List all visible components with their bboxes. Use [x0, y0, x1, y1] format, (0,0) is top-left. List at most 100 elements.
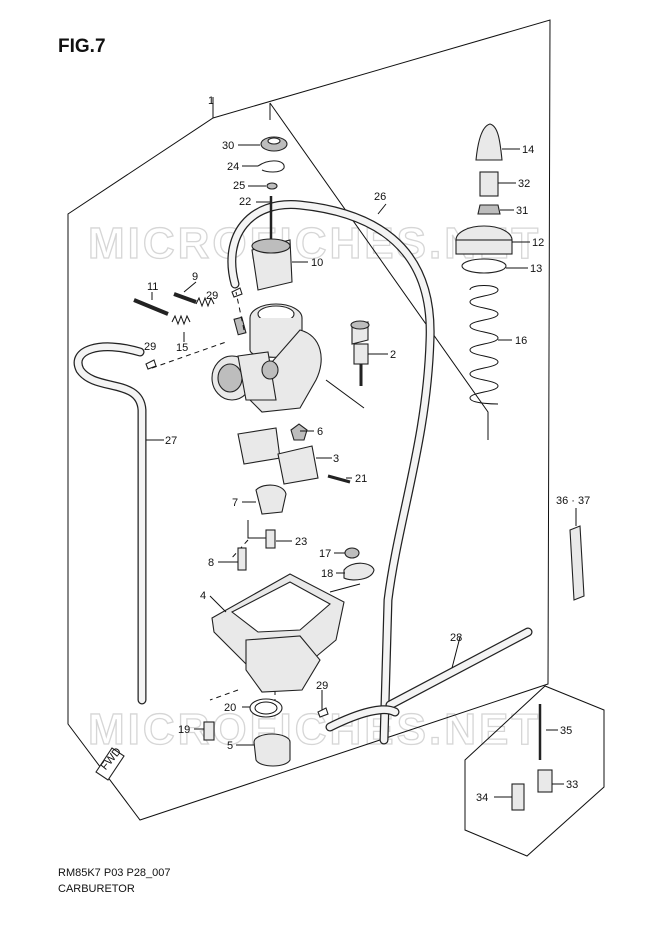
callouts: 1 30 24 25 22 10 11 9 29 15 29 26 2 14 3… [144, 95, 590, 804]
part-4-chamber-bowl [245, 635, 321, 693]
callout-14: 14 [522, 144, 534, 156]
callout-20: 20 [224, 702, 236, 714]
part-21-pin [327, 474, 351, 484]
callout-35: 35 [560, 725, 572, 737]
callout-4: 4 [200, 590, 206, 602]
part-12-body [455, 239, 513, 255]
part-14-cap [475, 123, 503, 161]
callout-34: 34 [476, 792, 488, 804]
drain-hose-28-inner [386, 628, 532, 709]
callout-9: 9 [192, 271, 198, 283]
part-10-top [251, 238, 291, 254]
figure-title: FIG.7 [58, 36, 106, 57]
part-15-spring [171, 314, 191, 326]
callout-13: 13 [530, 263, 542, 275]
body-screw-boss [233, 316, 247, 336]
callout-23: 23 [295, 536, 307, 548]
part-6-jet [290, 423, 308, 441]
inset-boundary [464, 685, 605, 857]
callout-19: 19 [178, 724, 190, 736]
part-36-37-bracket [569, 525, 585, 601]
callout-10: 10 [311, 257, 323, 269]
leader-9 [183, 281, 197, 293]
callout-12: 12 [532, 237, 544, 249]
guide-2 [325, 379, 365, 409]
callout-6: 6 [317, 426, 323, 438]
top-assembly-guide [269, 102, 489, 440]
part-17-screw [344, 547, 360, 559]
part-2-body [353, 343, 369, 365]
callout-7: 7 [232, 497, 238, 509]
part-5-plug-body [253, 741, 291, 767]
callout-11: 11 [147, 281, 158, 293]
part-34-jet [511, 783, 525, 811]
part-20-ring-inner [254, 701, 278, 715]
callout-28: 28 [450, 632, 462, 644]
callout-21: 21 [355, 473, 367, 485]
part-11-screw [133, 298, 169, 316]
leader-28 [451, 636, 461, 669]
part-29-clip-bottom [317, 707, 329, 718]
callout-31: 31 [516, 205, 528, 217]
part-32-adjuster [479, 171, 499, 197]
part-30-hole [267, 137, 281, 145]
figure-caption: CARBURETOR [58, 883, 135, 895]
part-29-clip-upper [231, 287, 243, 298]
model-code: RM85K7 P03 P28_007 [58, 867, 171, 879]
callout-29-left: 29 [144, 341, 156, 353]
part-29-spring [195, 296, 215, 308]
callout-36-37: 36 · 37 [556, 495, 590, 507]
guide-29 [235, 291, 245, 331]
callout-29-bottom: 29 [316, 680, 328, 692]
callout-25: 25 [233, 180, 245, 192]
callout-32: 32 [518, 178, 530, 190]
callout-16: 16 [515, 335, 527, 347]
callout-18: 18 [321, 568, 333, 580]
fwd-arrow-shape [95, 747, 125, 781]
callout-29-upper: 29 [206, 290, 218, 302]
callout-22: 22 [239, 196, 251, 208]
callout-33: 33 [566, 779, 578, 791]
part-9-screw [173, 292, 197, 304]
body-port [261, 360, 279, 380]
short-hose-inner [326, 706, 399, 731]
carburetor-body-group [211, 303, 322, 413]
part-24-clip [257, 160, 285, 173]
callout-5: 5 [227, 740, 233, 752]
part-19-screw [203, 721, 215, 741]
part-7-needle-valve [255, 484, 287, 515]
watermark-bottom: MICROFICHES.NET [88, 705, 541, 754]
part-33-jet [537, 769, 553, 793]
guide-15 [151, 341, 227, 369]
float-chamber-group [211, 573, 345, 693]
part-16-coil [469, 285, 499, 405]
leader-lines [146, 144, 577, 798]
callout-1: 1 [208, 95, 214, 107]
part-3-float-right [277, 445, 319, 485]
callout-17: 17 [319, 548, 331, 560]
callout-26: 26 [374, 191, 386, 203]
callout-30: 30 [222, 140, 234, 152]
part-13-gasket [461, 258, 507, 274]
callout-3: 3 [333, 453, 339, 465]
overflow-hose-27-inner [74, 343, 146, 704]
part-18-bracket [343, 562, 375, 581]
part-31-nut [477, 204, 501, 215]
part-4-chamber-gasket [230, 581, 331, 633]
part-16-spring [469, 285, 499, 405]
body-intake-bore [217, 363, 243, 393]
part-3-float-left [237, 427, 281, 465]
guide-18 [329, 583, 361, 593]
callout-2: 2 [390, 349, 396, 361]
overflow-hose-27 [73, 342, 147, 705]
guide-19 [209, 689, 239, 701]
callout-15: 15 [176, 342, 188, 354]
leader-26 [377, 203, 387, 215]
part-25-clip [266, 182, 278, 190]
part-23-jet [265, 529, 276, 549]
part-2-cap [350, 320, 370, 330]
vent-hose-26-inner [228, 201, 434, 744]
part-29-clip-left [145, 359, 157, 370]
part-8-jet [237, 547, 247, 571]
